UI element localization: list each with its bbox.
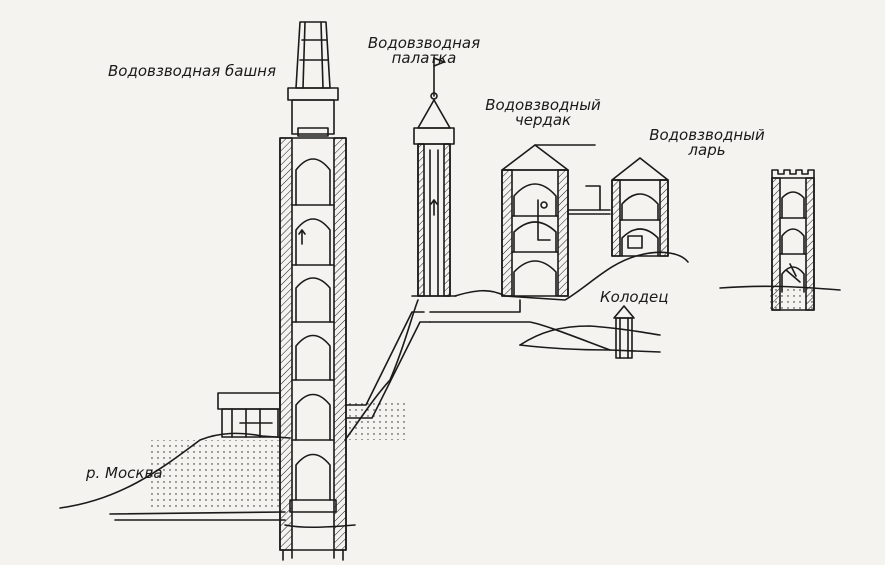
small-tower	[771, 169, 815, 311]
label-tent-line2: палатка	[391, 49, 457, 67]
label-chest: Водовзводный ларь	[642, 128, 772, 158]
label-well: Колодец	[600, 288, 669, 306]
wheel-house	[217, 392, 281, 438]
pipe-to-tent	[345, 299, 611, 419]
label-attic-line2: чердак	[514, 111, 572, 129]
label-attic-line1: Водовзводный	[485, 96, 601, 114]
attic-building	[501, 144, 611, 297]
label-river: р. Москва	[86, 464, 163, 482]
main-tower	[279, 21, 347, 561]
label-chest-line2: ларь	[688, 141, 726, 159]
tent-tower	[411, 57, 457, 297]
label-attic: Водовзводный чердак	[478, 98, 608, 128]
well	[613, 305, 635, 359]
chest-building	[611, 157, 669, 257]
label-tower: Водовзводная башня	[108, 62, 277, 80]
label-tent: Водовзводная палатка	[364, 36, 484, 66]
label-tent-line1: Водовзводная	[367, 34, 481, 52]
label-chest-line1: Водовзводный	[649, 126, 765, 144]
